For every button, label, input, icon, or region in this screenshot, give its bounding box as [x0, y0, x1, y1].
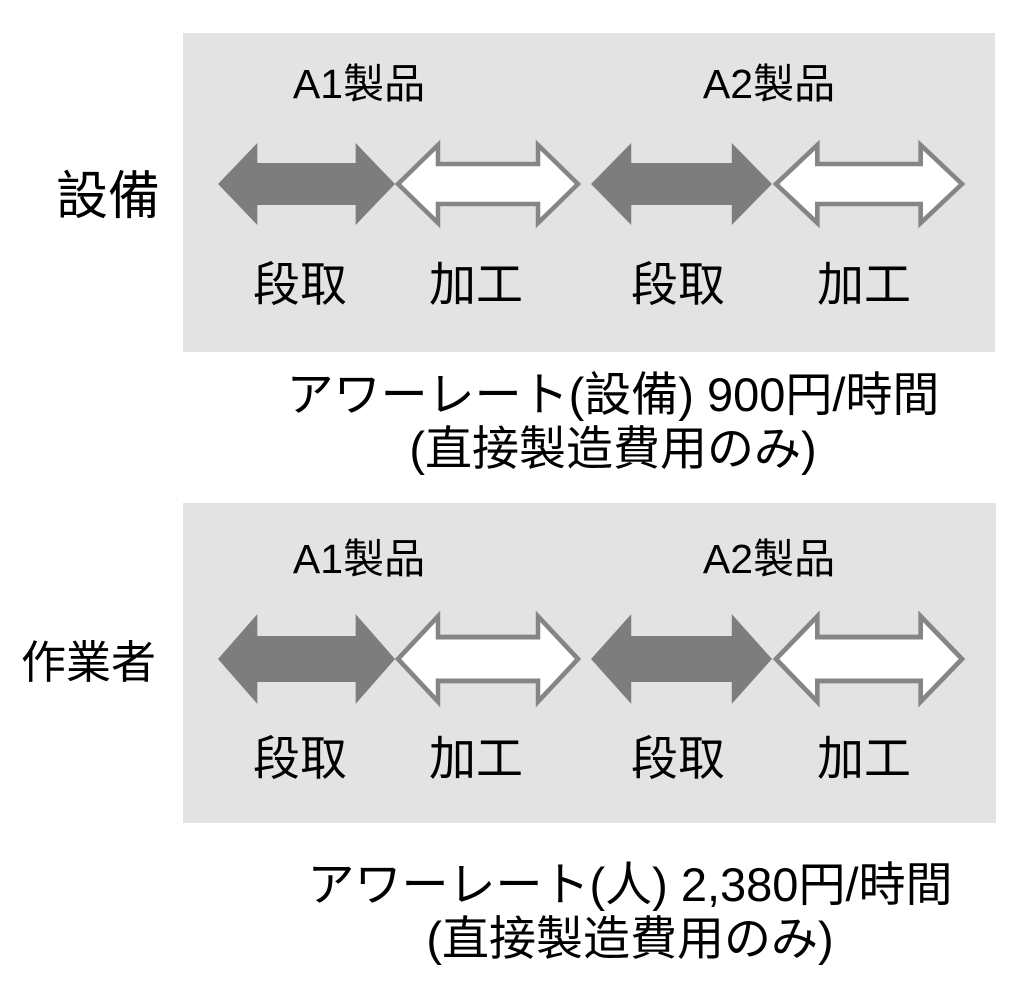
processing-arrow	[772, 610, 966, 708]
phase-label-processing: 加工	[429, 258, 523, 311]
caption-line-2: (直接製造費用のみ)	[426, 912, 834, 965]
hour-rate-caption-worker: アワーレート(人) 2,380円/時間 (直接製造費用のみ)	[200, 858, 1024, 966]
processing-arrow	[394, 610, 582, 708]
setup-arrow	[218, 614, 395, 704]
processing-arrow	[772, 139, 966, 229]
row-label-equipment: 設備	[56, 168, 161, 226]
product-title-a2: A2製品	[702, 536, 836, 582]
caption-line-1: アワーレート(人) 2,380円/時間	[307, 858, 953, 911]
phase-label-setup: 段取	[253, 258, 347, 311]
phase-label-processing: 加工	[817, 732, 911, 785]
phase-label-processing: 加工	[817, 258, 911, 311]
phase-label-processing: 加工	[429, 732, 523, 785]
phase-label-setup: 段取	[253, 732, 347, 785]
phase-label-setup: 段取	[631, 732, 725, 785]
product-title-a1: A1製品	[292, 61, 426, 107]
product-title-a1: A1製品	[292, 536, 426, 582]
row-label-worker: 作業者	[21, 637, 157, 688]
hour-rate-caption-equipment: アワーレート(設備) 900円/時間 (直接製造費用のみ)	[183, 368, 1024, 476]
equipment-panel: A1製品 A2製品 段取 加工 段取 加工	[183, 33, 995, 352]
setup-arrow	[591, 614, 772, 704]
setup-arrow	[218, 143, 395, 225]
caption-line-1: アワーレート(設備) 900円/時間	[286, 368, 940, 421]
worker-panel: A1製品 A2製品 段取 加工 段取 加工	[183, 503, 996, 823]
phase-label-setup: 段取	[631, 258, 725, 311]
processing-arrow	[394, 139, 582, 229]
caption-line-2: (直接製造費用のみ)	[409, 422, 817, 475]
setup-arrow	[591, 143, 772, 225]
product-title-a2: A2製品	[702, 61, 836, 107]
